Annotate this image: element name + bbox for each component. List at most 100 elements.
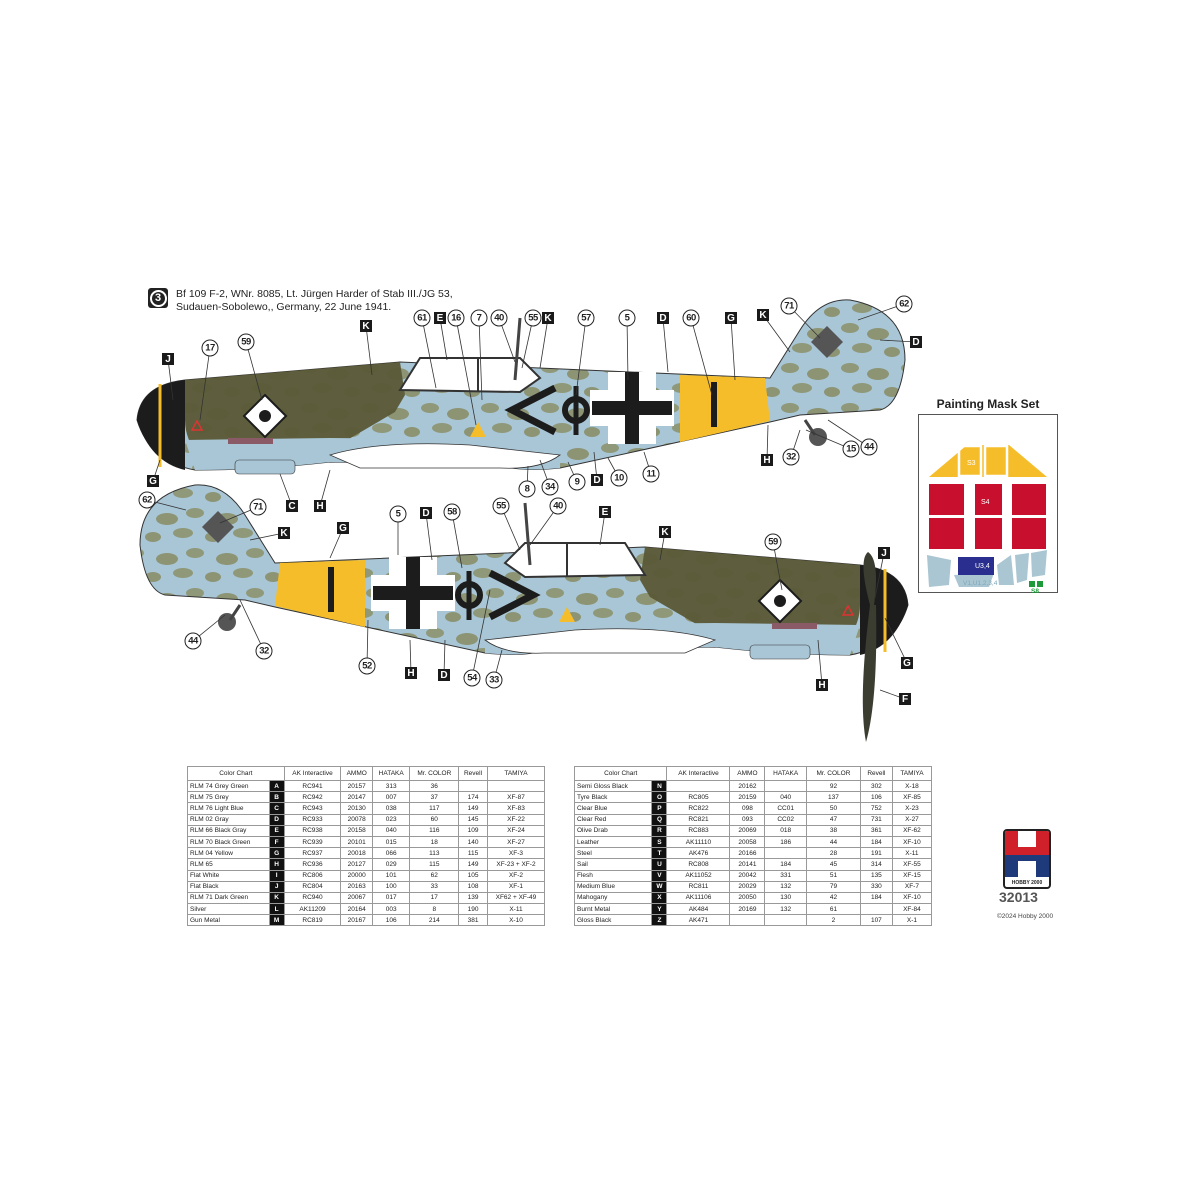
- color-code: Z: [651, 914, 668, 927]
- decal-callout-right-side: 58: [443, 503, 461, 521]
- decal-callout-right-side: 59: [764, 533, 782, 551]
- paint-reference: 140: [458, 835, 488, 849]
- paint-reference: [764, 914, 807, 927]
- paint-reference: 20169: [729, 903, 766, 916]
- paint-reference: 115: [458, 847, 488, 860]
- paint-callout-right-side: J: [878, 547, 890, 559]
- paint-reference: 066: [371, 847, 411, 860]
- decal-callout-left-side: 61: [413, 309, 431, 327]
- decal-callout-right-side: 71: [249, 498, 267, 516]
- caption-line-1: Bf 109 F-2, WNr. 8085, Lt. Jürgen Harder…: [176, 288, 453, 300]
- paint-reference: 51: [805, 869, 861, 882]
- paint-callout-left-side: E: [434, 312, 446, 324]
- color-code: A: [268, 779, 285, 793]
- paint-reference: AK11110: [666, 835, 731, 849]
- color-name: RLM 65: [187, 858, 270, 871]
- paint-reference: 330: [859, 880, 893, 893]
- decal-callout-left-side: 71: [780, 297, 798, 315]
- color-code: E: [268, 824, 285, 837]
- paint-callout-right-side: D: [438, 669, 450, 681]
- paint-reference: [859, 903, 893, 916]
- paint-reference: 015: [371, 835, 411, 849]
- paint-reference: RC940: [283, 891, 342, 905]
- column-header: Mr. COLOR: [805, 766, 861, 781]
- paint-reference: XF-15: [891, 869, 933, 882]
- color-code: H: [268, 858, 285, 871]
- decal-callout-left-side: 9: [568, 473, 586, 491]
- paint-reference: 20058: [729, 835, 766, 849]
- color-name: Steel: [573, 847, 653, 860]
- color-name: RLM 74 Grey Green: [187, 779, 270, 793]
- paint-callout-right-side: E: [599, 506, 611, 518]
- paint-reference: [729, 914, 766, 927]
- decal-callout-left-side: 57: [577, 309, 595, 327]
- color-code: L: [268, 903, 285, 916]
- paint-reference: RC811: [666, 880, 731, 893]
- paint-reference: XF-62: [891, 824, 933, 837]
- paint-reference: 137: [805, 791, 861, 804]
- decal-callout-left-side: 7: [470, 309, 488, 327]
- paint-reference: XF-7: [891, 880, 933, 893]
- decal-callout-left-side: 44: [860, 438, 878, 456]
- callout-leader-line: [539, 317, 549, 369]
- paint-callout-left-side: H: [314, 500, 326, 512]
- paint-reference: RC942: [283, 791, 342, 804]
- paint-reference: 023: [371, 813, 411, 826]
- column-header: AMMO: [340, 766, 373, 781]
- paint-reference: AK11209: [283, 903, 342, 916]
- color-name: Silver: [187, 903, 270, 916]
- paint-reference: X-11: [486, 903, 546, 916]
- paint-reference: 302: [859, 779, 893, 793]
- mask-set-title: Painting Mask Set: [936, 397, 1040, 411]
- color-code: B: [268, 791, 285, 804]
- color-code: P: [651, 802, 668, 815]
- callout-leader-line: [690, 317, 713, 396]
- color-name: Flesh: [573, 869, 653, 882]
- color-code: Q: [651, 813, 668, 826]
- decal-callout-right-side: 62: [138, 491, 156, 509]
- paint-reference: 18: [409, 835, 460, 849]
- paint-reference: 20078: [340, 813, 373, 826]
- paint-reference: 752: [859, 802, 893, 815]
- decal-callout-left-side: 62: [895, 295, 913, 313]
- mask-diagram: [927, 444, 1047, 587]
- paint-reference: AK11106: [666, 891, 731, 905]
- color-code: T: [651, 847, 668, 860]
- paint-reference: 105: [458, 869, 488, 882]
- column-header: AK Interactive: [283, 766, 342, 781]
- color-name: RLM 71 Dark Green: [187, 891, 270, 905]
- callout-leader-line: [439, 317, 448, 361]
- paint-reference: 20141: [729, 858, 766, 871]
- color-name: RLM 02 Gray: [187, 813, 270, 826]
- paint-reference: 115: [409, 858, 460, 871]
- mask-label-v: V1,U1,2,3,4: [963, 580, 998, 587]
- paint-reference: 20157: [340, 779, 373, 793]
- paint-reference: CC02: [764, 813, 807, 826]
- paint-reference: RC941: [283, 779, 342, 793]
- paint-reference: XF-10: [891, 891, 933, 905]
- color-name: RLM 70 Black Green: [187, 835, 270, 849]
- kit-number: 32013: [999, 889, 1038, 905]
- color-name: Flat White: [187, 869, 270, 882]
- mask-label-s4: S4: [981, 499, 990, 506]
- paint-reference: 017: [371, 891, 411, 905]
- paint-reference: 381: [458, 914, 488, 927]
- decal-callout-left-side: 8: [518, 480, 536, 498]
- paint-reference: 20067: [340, 891, 373, 905]
- paint-reference: 174: [458, 791, 488, 804]
- paint-reference: 62: [409, 869, 460, 882]
- color-name: Olive Drab: [573, 824, 653, 837]
- paint-reference: 003: [371, 903, 411, 916]
- paint-reference: AK471: [666, 914, 731, 927]
- column-header: TAMIYA: [891, 766, 933, 781]
